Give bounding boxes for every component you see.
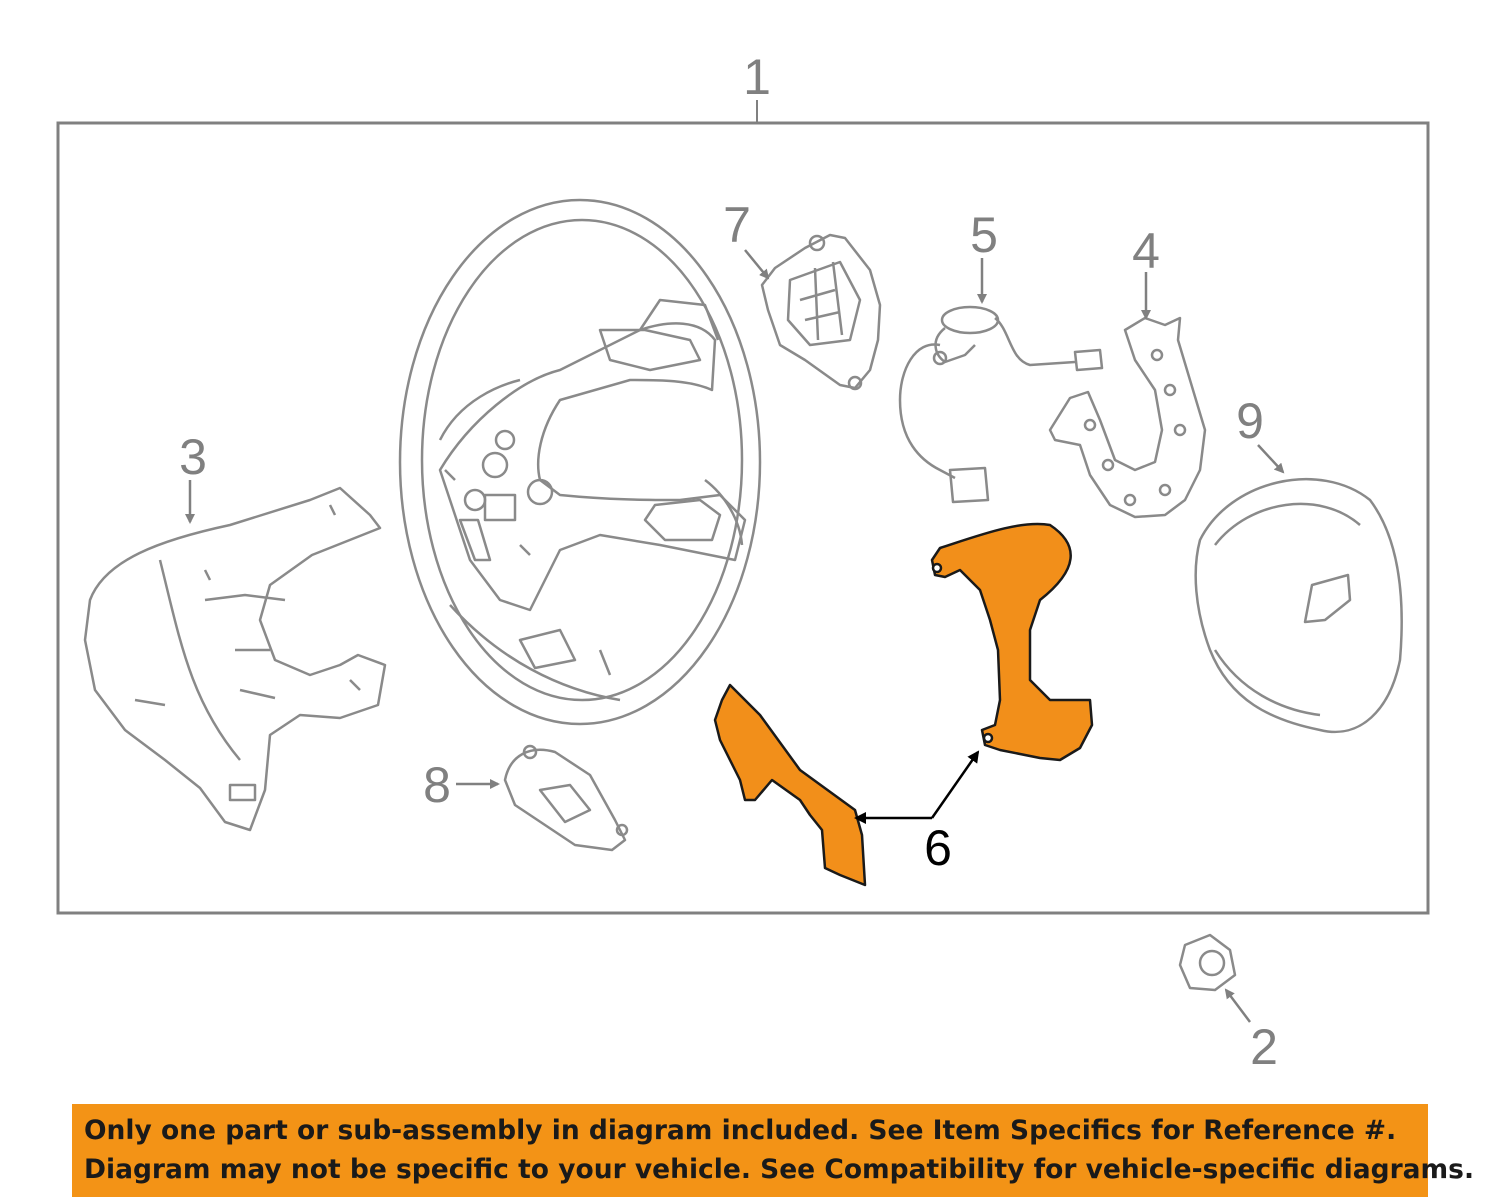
callout-5: 5 — [970, 207, 998, 263]
part-2-nut-drawing — [1178, 933, 1237, 992]
assembly-frame — [56, 121, 1430, 915]
callout-9: 9 — [1236, 393, 1264, 449]
callout-6: 6 — [924, 820, 952, 876]
callout-8: 8 — [423, 757, 451, 813]
part-3-cover-drawing — [83, 486, 387, 832]
steering-wheel-drawing — [398, 198, 762, 726]
callout-1: 1 — [743, 49, 771, 105]
leader-arrows-part-6 — [854, 750, 980, 824]
part-6-highlighted-drawing — [713, 522, 1094, 887]
callout-2: 2 — [1250, 1019, 1278, 1075]
disclaimer-line-1: Only one part or sub-assembly in diagram… — [84, 1115, 1397, 1146]
part-8-switch-drawing — [503, 744, 629, 852]
callout-3: 3 — [179, 429, 207, 485]
callout-4: 4 — [1132, 223, 1160, 279]
part-4-bracket-drawing — [1048, 316, 1207, 519]
part-9-airbag-drawing — [1194, 478, 1403, 734]
part-7-switch-drawing — [760, 233, 882, 391]
part-5-harness-drawing — [898, 305, 1104, 504]
leader-arrows — [185, 249, 1285, 1023]
callout-7: 7 — [723, 197, 751, 253]
disclaimer-banner: Only one part or sub-assembly in diagram… — [72, 1104, 1475, 1197]
disclaimer-line-2: Diagram may not be specific to your vehi… — [84, 1154, 1475, 1185]
